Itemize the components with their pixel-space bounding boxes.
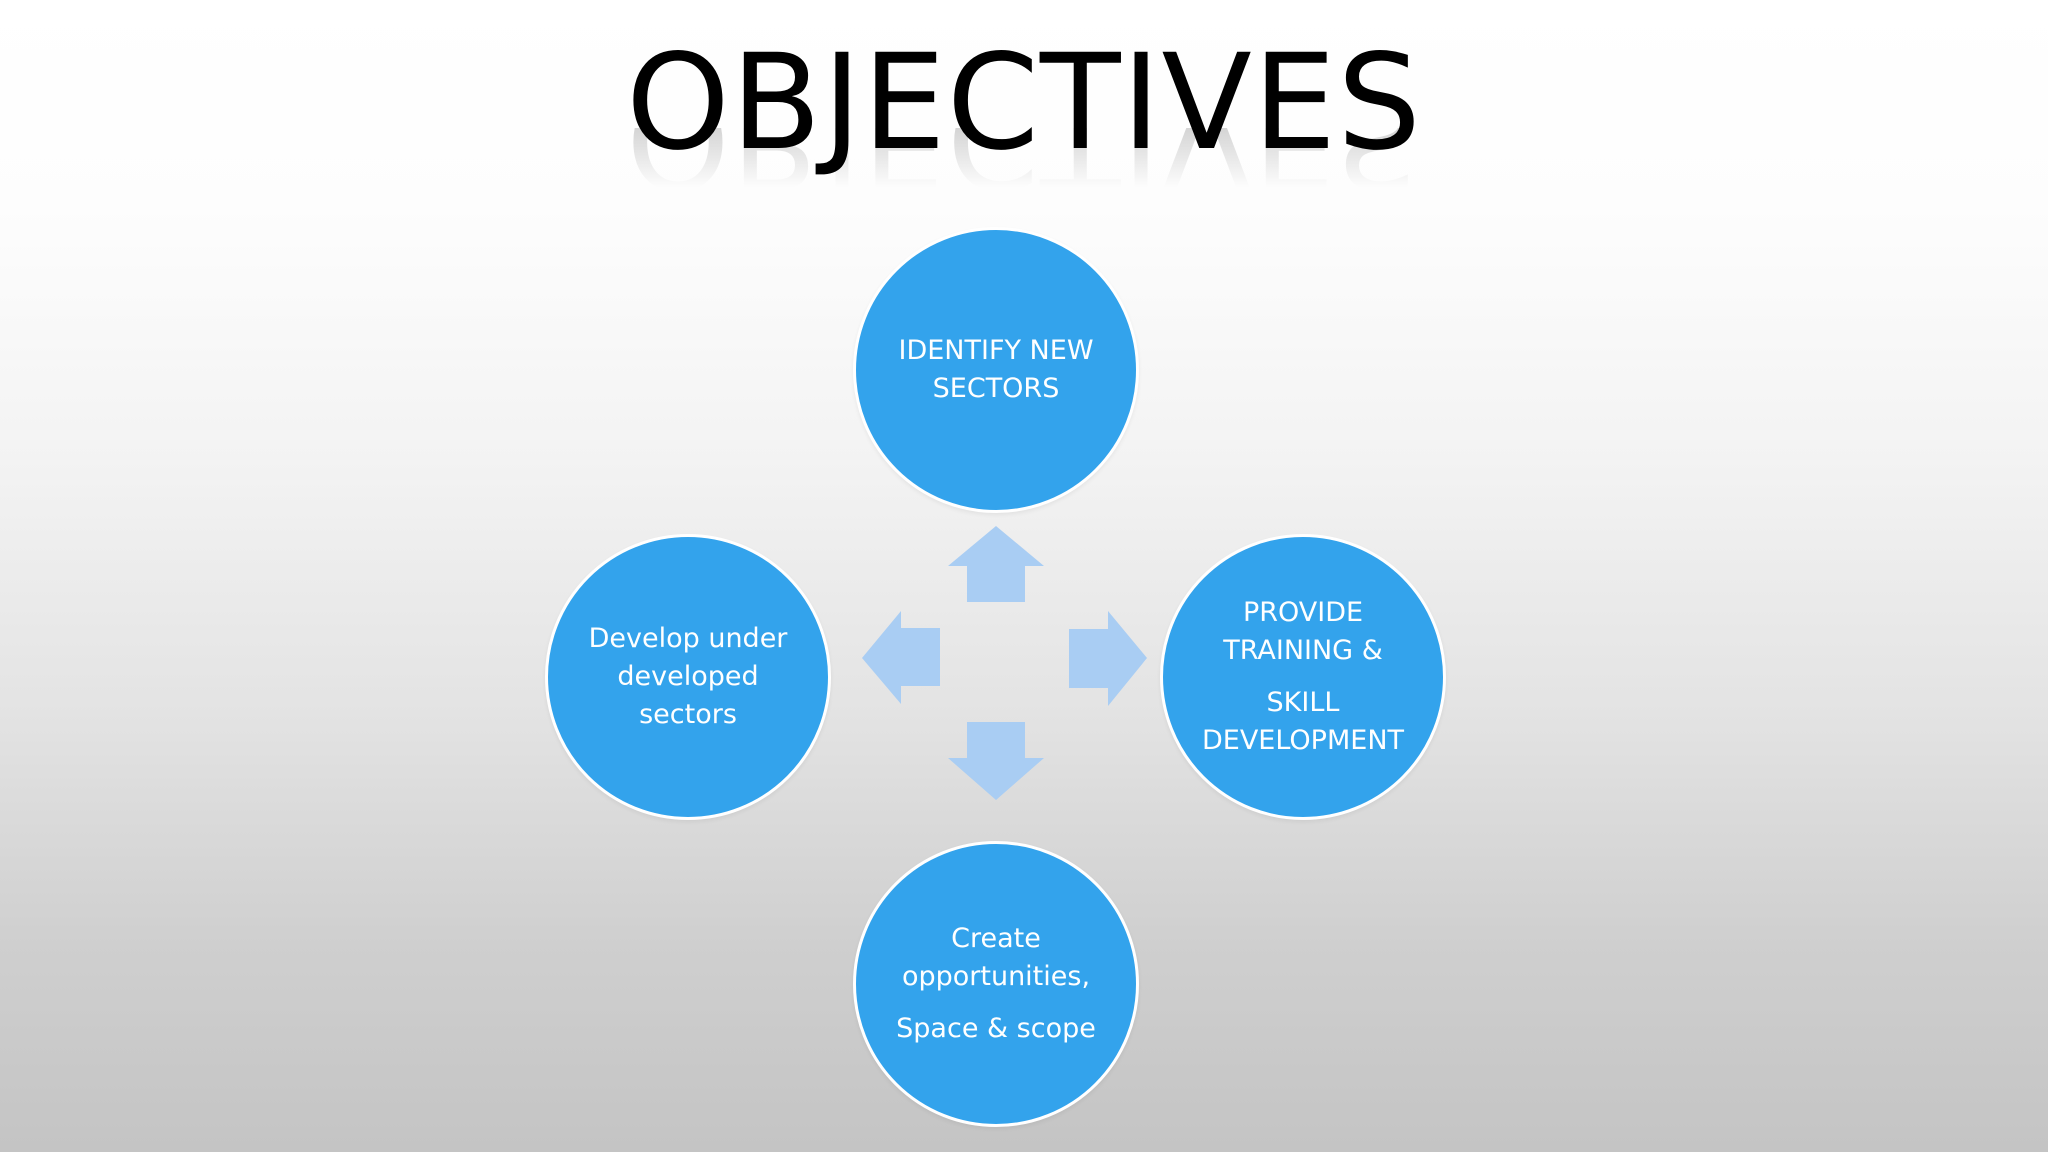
node-left-line-2: developed [617,661,759,692]
node-create-opportunities: Create opportunities, Space & scope [853,841,1139,1127]
node-left-line-3: sectors [639,699,737,730]
node-right-line-1: PROVIDE [1242,597,1364,628]
node-left-line-1: Develop under [588,623,788,654]
node-bottom-line-1: Create [951,923,1041,954]
arrow-up-icon [948,526,1044,602]
node-right-line-4: DEVELOPMENT [1201,725,1405,756]
node-top-line-1: IDENTIFY NEW [898,335,1094,366]
arrow-left-icon [862,611,940,704]
node-right-line-2: TRAINING & [1223,635,1383,666]
node-identify-new-sectors: IDENTIFY NEW SECTORS [853,227,1139,513]
node-bottom-line-3: Space & scope [896,1013,1096,1044]
slide-title: OBJECTIVES [625,26,1422,180]
node-right-line-3: SKILL [1266,687,1340,718]
node-top-line-2: SECTORS [932,373,1060,404]
arrow-down-icon [948,722,1044,800]
node-provide-training: PROVIDE TRAINING & SKILL DEVELOPMENT [1160,534,1446,820]
node-develop-sectors: Develop under developed sectors [545,534,831,820]
arrow-right-icon [1069,611,1147,706]
node-bottom-line-2: opportunities, [901,961,1091,992]
